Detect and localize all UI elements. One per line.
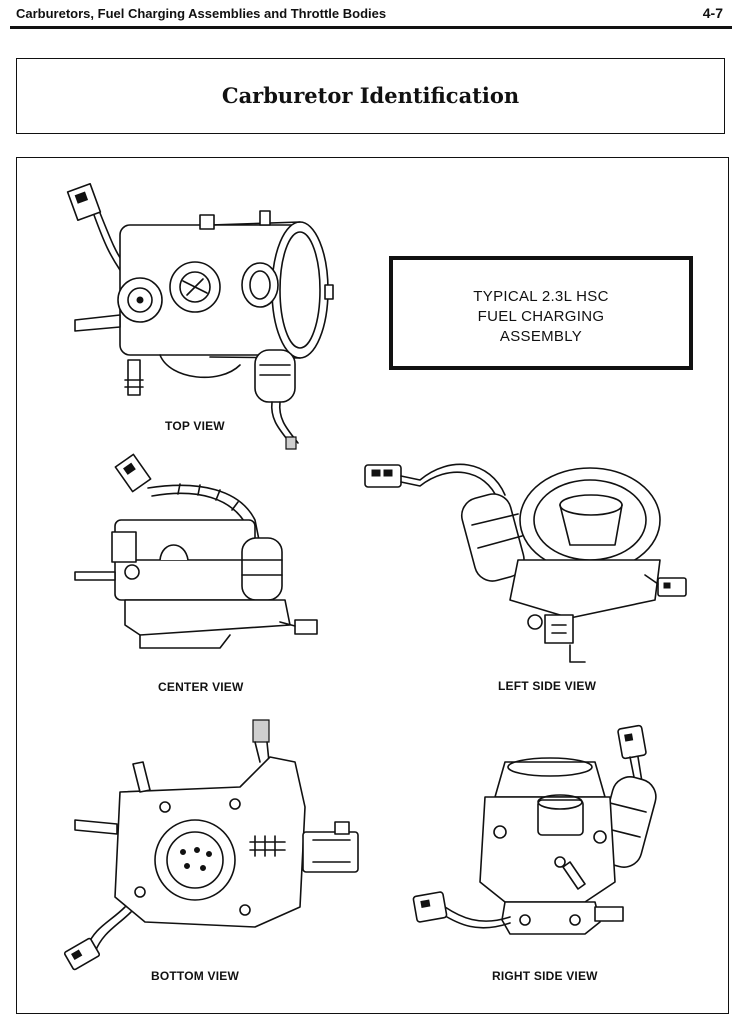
left-side-view-illustration [360, 450, 690, 665]
callout-line: ASSEMBLY [499, 328, 583, 345]
figure-frame [16, 157, 729, 1014]
left-side-view-label: LEFT SIDE VIEW [498, 679, 597, 693]
callout-line: TYPICAL 2.3L HSC [473, 288, 609, 305]
title-box: Carburetor Identification [16, 58, 725, 134]
page-header: Carburetors, Fuel Charging Assemblies an… [0, 0, 743, 30]
page-number: 4-7 [702, 5, 723, 21]
center-view-label: CENTER VIEW [158, 680, 244, 694]
top-view-label: TOP VIEW [165, 419, 225, 433]
assembly-callout-box: TYPICAL 2.3L HSC FUEL CHARGING ASSEMBLY [389, 256, 693, 370]
bottom-view-illustration [55, 712, 375, 967]
top-view-illustration [60, 175, 350, 455]
bottom-view-label: BOTTOM VIEW [151, 969, 239, 983]
center-view-illustration [70, 450, 330, 665]
header-rule [10, 26, 732, 29]
right-side-view-label: RIGHT SIDE VIEW [492, 969, 598, 983]
page-title: Carburetor Identification [221, 83, 520, 108]
right-side-view-illustration [410, 722, 690, 962]
callout-line: FUEL CHARGING [477, 308, 605, 325]
section-title: Carburetors, Fuel Charging Assemblies an… [16, 6, 387, 21]
